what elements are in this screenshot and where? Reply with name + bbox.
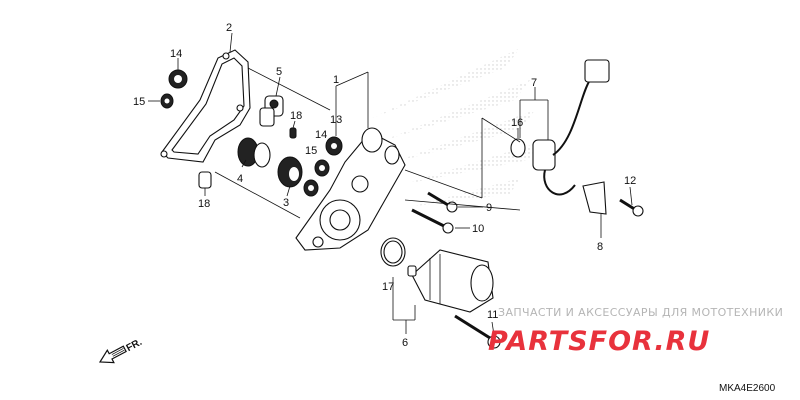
- callout-numbers: 2 14 15 5 18 1 13 14 15 4 3 18 7 16 12 8…: [133, 22, 636, 349]
- callout-10: 10: [472, 223, 484, 235]
- shift-lever: [259, 95, 284, 127]
- callout-12: 12: [624, 175, 636, 187]
- callout-6: 6: [402, 337, 408, 349]
- callout-5: 5: [276, 66, 282, 78]
- callout-14: 14: [170, 48, 182, 60]
- bearing-left: [160, 69, 188, 109]
- callout-17: 17: [382, 281, 394, 293]
- watermark: ЗАПЧАСТИ И АКСЕССУАРЫ ДЛЯ МОТОТЕХНИКИ PA…: [488, 306, 783, 357]
- callout-18: 18: [290, 110, 302, 122]
- angle-sensor: [510, 59, 644, 217]
- gear-assembly: [237, 137, 303, 188]
- callout-15b: 15: [305, 145, 317, 157]
- shift-motor: [407, 249, 494, 313]
- dowel-pin: [289, 127, 297, 139]
- bolt-11: [454, 314, 501, 349]
- callout-4: 4: [237, 173, 243, 185]
- callout-13: 13: [330, 114, 342, 126]
- leader-lines: [148, 32, 633, 336]
- motor-housing: [295, 127, 406, 251]
- callout-14b: 14: [315, 129, 327, 141]
- callout-3: 3: [283, 197, 289, 209]
- callout-7: 7: [531, 77, 537, 89]
- callout-16: 16: [511, 117, 523, 129]
- diagram-code: MKA4E2600: [719, 383, 776, 394]
- callout-8: 8: [597, 241, 603, 253]
- callout-2: 2: [226, 22, 232, 34]
- watermark-tagline: ЗАПЧАСТИ И АКСЕССУАРЫ ДЛЯ МОТОТЕХНИКИ: [498, 306, 783, 319]
- bearings-center: [303, 136, 343, 197]
- wing-watermark: [372, 48, 540, 206]
- bolts: [411, 191, 458, 234]
- callout-9: 9: [486, 202, 492, 214]
- callout-11: 11: [487, 309, 498, 321]
- watermark-logo: PARTSFOR.RU: [488, 326, 710, 357]
- callout-18b: 18: [198, 198, 210, 210]
- dowel-pin-lower: [198, 171, 212, 189]
- callout-1: 1: [333, 74, 339, 86]
- callout-15: 15: [133, 96, 145, 108]
- front-label: FR.: [125, 337, 145, 354]
- front-direction-arrow: FR.: [98, 337, 145, 364]
